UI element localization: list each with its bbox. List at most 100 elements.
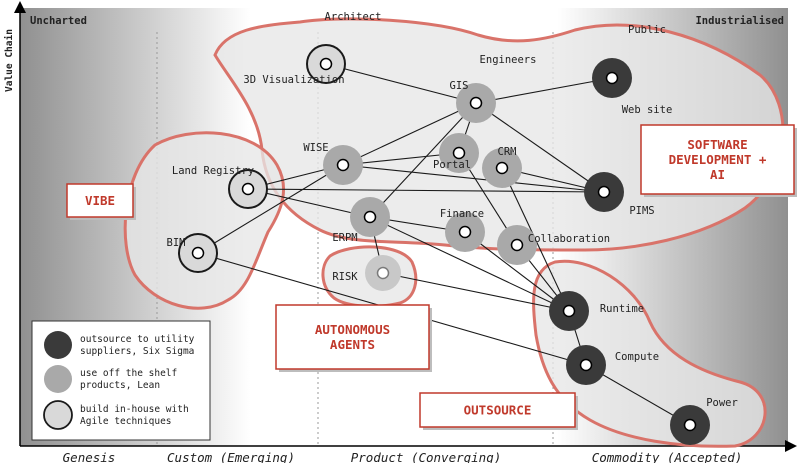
callout-vibe-line: VIBE bbox=[85, 193, 115, 208]
node-power: Power bbox=[670, 397, 738, 445]
callout-vibe: VIBE bbox=[66, 183, 136, 220]
node-erpm: ERPM bbox=[332, 197, 390, 244]
node-portal: Portal bbox=[433, 133, 479, 173]
callout-vibe-box bbox=[66, 183, 134, 218]
phase-label-genesis: Genesis bbox=[63, 450, 116, 463]
node-runtime: Runtime bbox=[549, 291, 644, 331]
node-wise-label: WISE bbox=[303, 142, 328, 154]
link-land-pims bbox=[247, 188, 605, 193]
legend-text: build in-house with bbox=[80, 404, 189, 415]
node-land-dot bbox=[241, 182, 255, 196]
link-gis-wise bbox=[342, 102, 477, 166]
node-bim-dot bbox=[191, 246, 205, 260]
node-website-dot bbox=[605, 71, 619, 85]
node-architect-label: Architect bbox=[325, 11, 382, 23]
legend-swatch-build bbox=[43, 400, 73, 430]
node-erpm-label: ERPM bbox=[332, 232, 357, 244]
callout-software-line: AI bbox=[710, 167, 725, 182]
node-gis: GIS bbox=[450, 80, 496, 123]
node-runtime-label: Runtime bbox=[600, 303, 644, 315]
link-finance-runtime bbox=[464, 231, 570, 312]
node-power-label: Power bbox=[706, 397, 738, 409]
node-gis-dot bbox=[469, 96, 483, 110]
link-wise-bim bbox=[197, 164, 344, 254]
callout-software-box bbox=[640, 124, 795, 195]
node-bim: BIM bbox=[167, 233, 218, 273]
link-gis-erpm bbox=[369, 102, 477, 218]
node-risk-dot bbox=[376, 266, 390, 280]
node-wise: WISE bbox=[303, 142, 363, 185]
phase-label-commodity: Commodity (Accepted) bbox=[592, 450, 743, 463]
node-crm-label: CRM bbox=[498, 146, 517, 158]
node-portal-dot bbox=[452, 146, 466, 160]
callout-outsource: OUTSOURCE bbox=[419, 392, 578, 430]
node-crm: CRM bbox=[482, 146, 522, 188]
node-bim-label: BIM bbox=[167, 237, 186, 249]
node-crm-dot bbox=[495, 161, 509, 175]
node-land-label: Land Registry bbox=[172, 165, 254, 177]
node-viz3d-dot bbox=[319, 57, 333, 71]
link-wise-pims bbox=[342, 164, 605, 193]
node-website-label: Web site bbox=[622, 104, 673, 116]
corner-label-industrialised: Industrialised bbox=[695, 15, 784, 27]
link-risk-runtime bbox=[382, 272, 570, 312]
node-risk: RISK bbox=[332, 255, 401, 291]
node-collab-dot bbox=[510, 238, 524, 252]
callout-agents-line: AUTONOMOUS bbox=[315, 322, 390, 337]
node-power-dot bbox=[683, 418, 697, 432]
callout-outsource-line: OUTSOURCE bbox=[464, 403, 532, 418]
node-viz3d-label: 3D Visualization bbox=[243, 74, 344, 86]
node-erpm-dot bbox=[363, 210, 377, 224]
legend-swatch-utility bbox=[44, 331, 72, 359]
node-pims-label: PIMS bbox=[629, 205, 654, 217]
node-public-label: Public bbox=[628, 24, 666, 36]
legend-text: products, Lean bbox=[80, 380, 160, 391]
callout-agents-line: AGENTS bbox=[330, 337, 375, 352]
node-website: Web site bbox=[592, 58, 672, 116]
node-collab-label: Collaboration bbox=[528, 233, 610, 245]
phase-label-custom: Custom (Emerging) bbox=[167, 450, 295, 463]
node-pims-dot bbox=[597, 185, 611, 199]
link-gis-website bbox=[475, 77, 613, 104]
blob-outsource bbox=[532, 259, 767, 448]
node-compute-dot bbox=[579, 358, 593, 372]
callout-software-line: DEVELOPMENT + bbox=[669, 152, 767, 167]
node-portal-label: Portal bbox=[433, 159, 471, 171]
callout-outsource-box bbox=[419, 392, 576, 428]
node-finance: Finance bbox=[440, 208, 485, 252]
node-finance-label: Finance bbox=[440, 208, 484, 220]
node-risk-label: RISK bbox=[332, 271, 358, 283]
legend-text: use off the shelf bbox=[80, 368, 177, 379]
node-gis-label: GIS bbox=[450, 80, 469, 92]
legend-text: suppliers, Six Sigma bbox=[80, 346, 194, 357]
node-collab: Collaboration bbox=[497, 225, 610, 265]
node-pims: PIMS bbox=[584, 172, 655, 217]
node-land: Land Registry bbox=[172, 165, 268, 209]
callout-software-line: SOFTWARE bbox=[687, 137, 747, 152]
link-gis-pims bbox=[475, 102, 605, 193]
link-land-erpm bbox=[247, 188, 371, 218]
legend-text: outsource to utility bbox=[80, 334, 195, 345]
link-viz3d-gis bbox=[325, 63, 477, 104]
node-runtime-dot bbox=[562, 304, 576, 318]
node-finance-dot bbox=[458, 225, 472, 239]
y-axis-title: Value Chain bbox=[4, 29, 15, 92]
corner-label-uncharted: Uncharted bbox=[30, 15, 87, 27]
callout-agents-box bbox=[275, 304, 430, 370]
node-engineers-label: Engineers bbox=[480, 54, 537, 66]
node-compute-label: Compute bbox=[615, 351, 659, 363]
link-erpm-runtime bbox=[369, 216, 570, 312]
legend-swatch-shelf bbox=[44, 365, 72, 393]
legend-text: Agile techniques bbox=[80, 416, 172, 427]
node-viz3d: 3D Visualization bbox=[243, 44, 346, 86]
node-compute: Compute bbox=[566, 345, 659, 385]
